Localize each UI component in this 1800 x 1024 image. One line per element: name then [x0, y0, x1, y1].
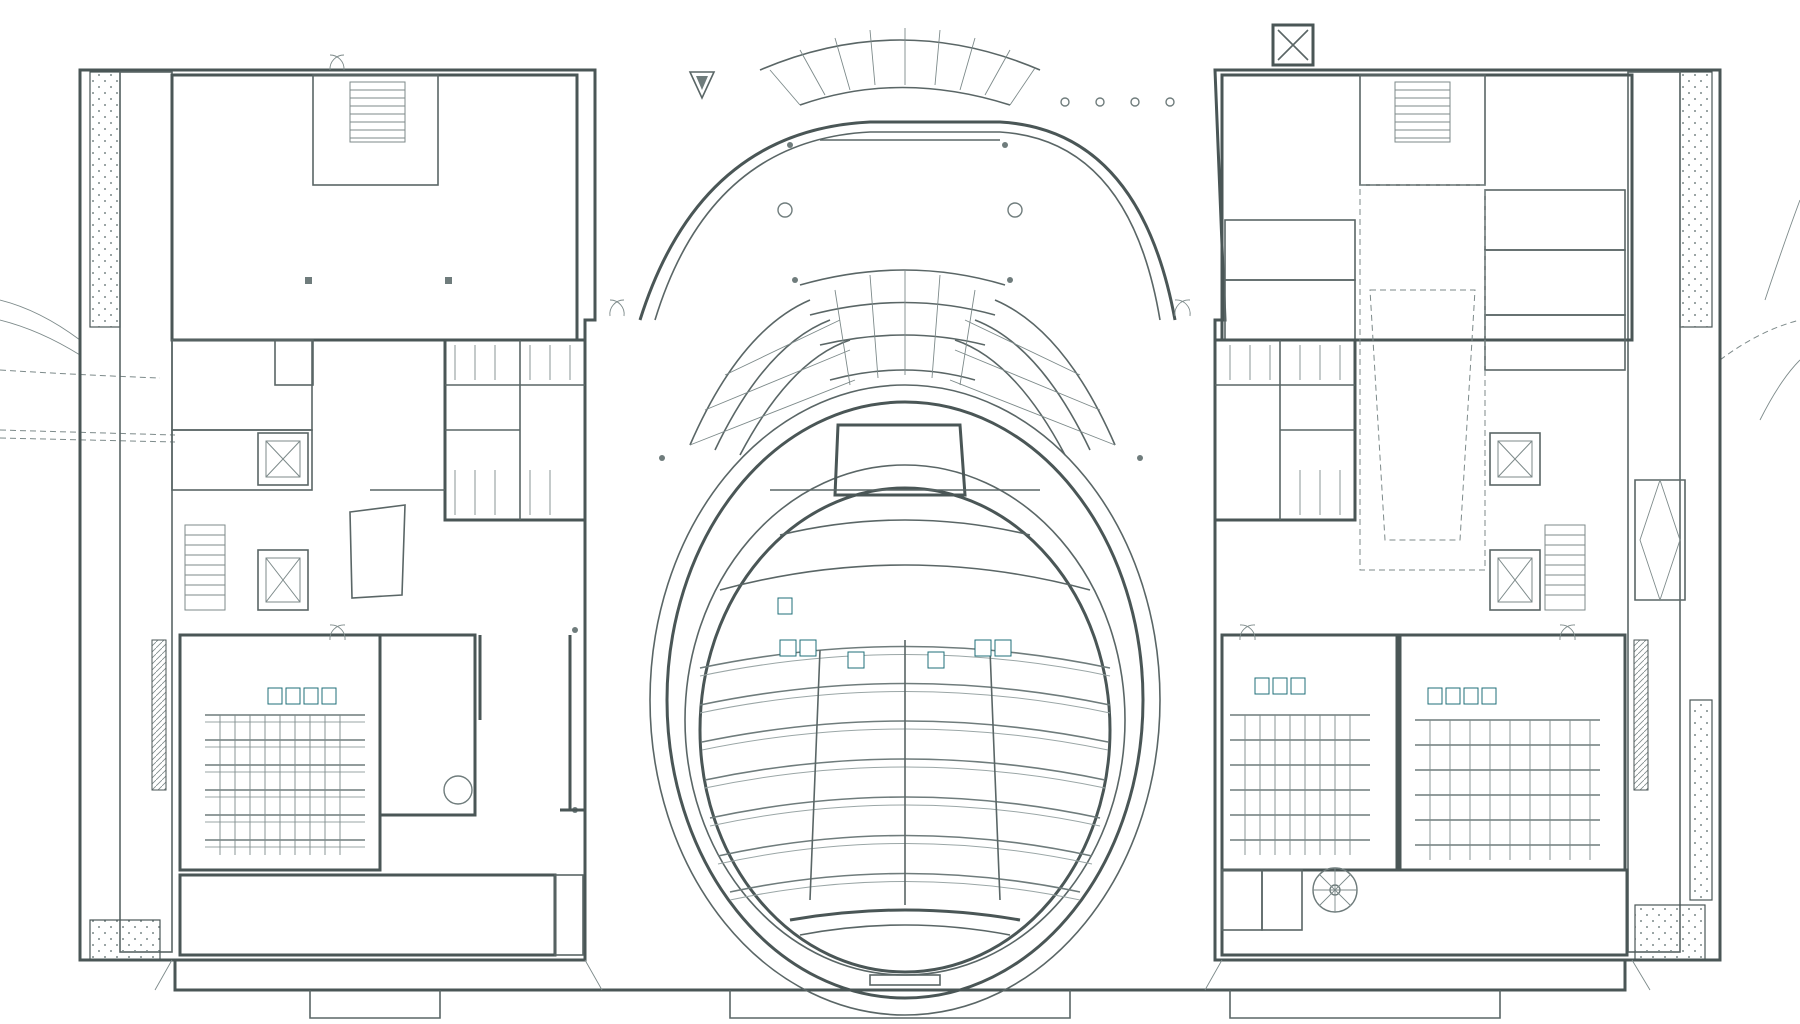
- right-wing: [1204, 73, 1686, 991]
- elevator-right-1: [1489, 432, 1541, 486]
- wheelchair-icon: [847, 651, 865, 669]
- wheelchair-icon: [1427, 687, 1497, 705]
- roof-hatch-icon: [1271, 23, 1315, 67]
- stair-left-middle: [184, 524, 226, 611]
- wheelchair-icon: [927, 651, 945, 669]
- small-cinema-right-2: [1398, 633, 1627, 872]
- elevator-left-2: [257, 549, 309, 611]
- perimeter-planting-strips: [89, 71, 1713, 961]
- small-cinema-right-1: [1220, 633, 1399, 872]
- stair-top-left: [349, 81, 406, 143]
- central-lobby: [370, 28, 1177, 813]
- wheelchair-icon: [777, 597, 793, 615]
- wheelchair-icon: [779, 639, 817, 657]
- small-cinema-left: [178, 633, 382, 872]
- left-wing: [154, 73, 603, 991]
- skylight-corridor-right: [1359, 184, 1486, 571]
- restrooms-right: [1213, 338, 1357, 522]
- lobby-lattice-canopy: [689, 269, 1116, 456]
- wheelchair-spaces: [267, 597, 1497, 705]
- main-auditorium: [649, 384, 1161, 1016]
- spiral-stair-icon: [1312, 867, 1358, 913]
- auditorium-seating: [699, 640, 1111, 905]
- stair-right-middle: [1544, 524, 1586, 611]
- wheelchair-icon: [267, 687, 337, 705]
- wheelchair-icon: [1254, 677, 1306, 695]
- site-context: [0, 199, 1800, 443]
- elevator-right-2: [1489, 549, 1541, 611]
- stair-top-right: [1394, 81, 1451, 143]
- elevator-left-1: [257, 432, 309, 486]
- north-arrow-icon: [688, 71, 716, 100]
- door-swings: [329, 54, 1576, 641]
- restrooms-left: [443, 338, 587, 522]
- wheelchair-icon: [974, 639, 1012, 657]
